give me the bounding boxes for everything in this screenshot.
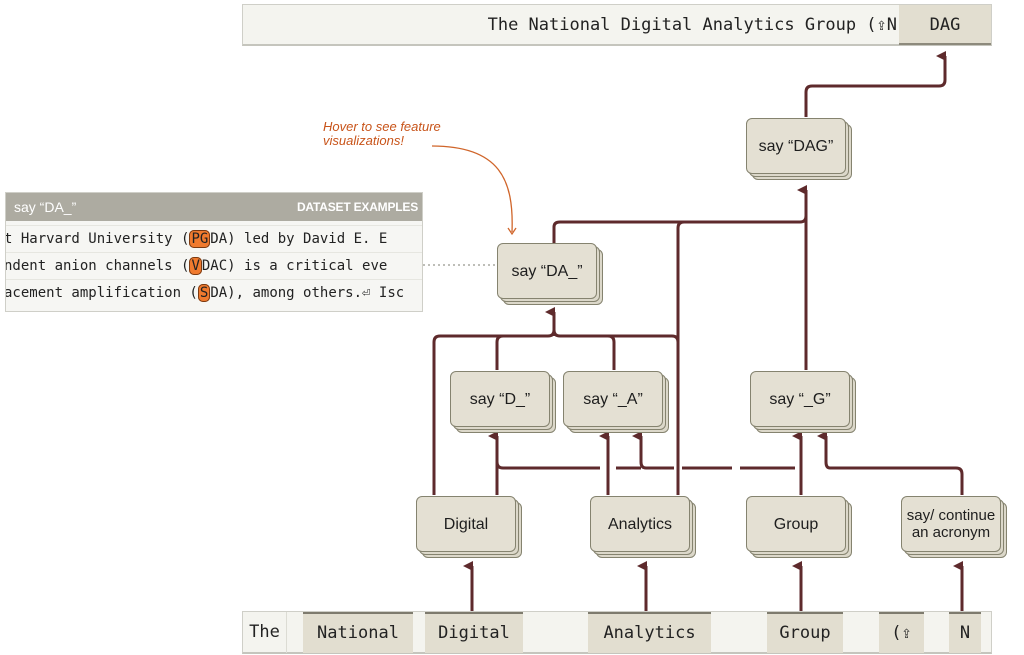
edge-dag-output: [804, 51, 947, 117]
node-say-g[interactable]: say “_G”: [750, 371, 856, 433]
edge-acronym-bus: [817, 431, 964, 495]
node-group[interactable]: Group: [746, 496, 852, 558]
output-token[interactable]: DAG: [899, 5, 991, 45]
input-token-bar: The National Digital Analytics Group (⇪ …: [242, 611, 992, 654]
panel-feature-label: say “DA_”: [14, 199, 77, 215]
edge-bus-da: [432, 328, 680, 495]
dataset-examples-panel: say “DA_” DATASET EXAMPLES t Harvard Uni…: [5, 192, 423, 312]
edge-a-to-da: [607, 334, 616, 370]
node-label: Digital: [416, 496, 516, 552]
highlighted-token: V: [189, 257, 202, 275]
input-token[interactable]: The: [243, 612, 287, 653]
annotation-arrow: [431, 145, 513, 233]
node-label: say “_A”: [563, 371, 663, 427]
annotation-arrow-head: [507, 227, 517, 236]
node-say-da[interactable]: say “DA_”: [497, 243, 603, 305]
edge-analytics-to-dag: [676, 220, 685, 495]
prompt-bar: The National Digital Analytics Group (⇪N…: [242, 4, 992, 46]
node-label: say/ continue an acronym: [901, 496, 1001, 552]
node-label: say “DAG”: [746, 118, 846, 174]
input-token[interactable]: Group: [767, 612, 843, 653]
edge-da-to-dag: [552, 215, 808, 243]
panel-section-label: DATASET EXAMPLES: [296, 200, 418, 214]
input-token[interactable]: National: [303, 612, 413, 653]
node-label: Group: [746, 496, 846, 552]
node-acronym[interactable]: say/ continue an acronym: [901, 496, 1007, 558]
node-label: say “D_”: [450, 371, 550, 427]
node-say-a[interactable]: say “_A”: [563, 371, 669, 433]
node-digital[interactable]: Digital: [416, 496, 522, 558]
input-token[interactable]: N: [949, 612, 981, 653]
input-token[interactable]: (⇪: [879, 612, 924, 653]
input-token[interactable]: Digital: [425, 612, 523, 653]
prompt-text: The National Digital Analytics Group (⇪N: [487, 15, 897, 35]
edge-acronym-to-d: [495, 461, 641, 470]
node-label: say “DA_”: [497, 243, 597, 299]
highlighted-token: PG: [189, 230, 211, 248]
hover-hint: Hover to see feature visualizations!: [323, 119, 441, 148]
panel-header: say “DA_” DATASET EXAMPLES: [6, 193, 422, 221]
node-say-dag[interactable]: say “DAG”: [746, 118, 852, 180]
node-analytics[interactable]: Analytics: [590, 496, 696, 558]
edge-acronym-to-a: [641, 436, 795, 470]
node-label: say “_G”: [750, 371, 850, 427]
edge-d-to-da: [495, 334, 504, 370]
highlighted-token: S: [197, 284, 211, 302]
node-say-d[interactable]: say “D_”: [450, 371, 556, 433]
node-label: Analytics: [590, 496, 690, 552]
input-token[interactable]: Analytics: [588, 612, 711, 653]
